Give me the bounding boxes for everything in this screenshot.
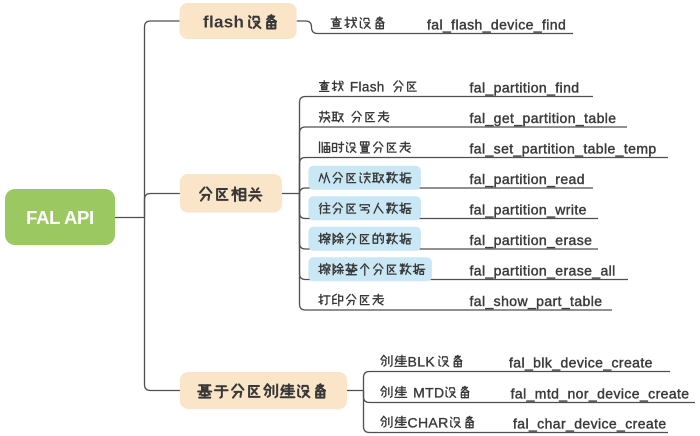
svg-text:fal_partition_write: fal_partition_write xyxy=(470,201,587,217)
svg-text:Flash: Flash xyxy=(350,80,385,95)
svg-text:fal_blk_device_create: fal_blk_device_create xyxy=(509,354,653,370)
svg-text:CHAR: CHAR xyxy=(408,415,449,431)
svg-text:fal_flash_device_find: fal_flash_device_find xyxy=(427,16,566,32)
svg-text:MTD: MTD xyxy=(413,385,444,401)
svg-text:fal_set_partition_table_temp: fal_set_partition_table_temp xyxy=(470,140,657,156)
svg-text:flash: flash xyxy=(203,12,244,31)
svg-text:fal_get_partition_table: fal_get_partition_table xyxy=(470,110,617,126)
svg-text:fal_partition_erase: fal_partition_erase xyxy=(470,232,593,248)
svg-text:fal_mtd_nor_device_create: fal_mtd_nor_device_create xyxy=(511,385,690,401)
svg-text:fal_partition_find: fal_partition_find xyxy=(470,79,580,95)
svg-text:fal_partition_erase_all: fal_partition_erase_all xyxy=(470,262,616,278)
svg-text:fal_show_part_table: fal_show_part_table xyxy=(470,293,603,309)
svg-text:fal_char_device_create: fal_char_device_create xyxy=(513,415,667,431)
svg-text:FAL API: FAL API xyxy=(26,207,94,228)
svg-text:BLK: BLK xyxy=(408,354,436,370)
svg-text:fal_partition_read: fal_partition_read xyxy=(470,171,585,187)
